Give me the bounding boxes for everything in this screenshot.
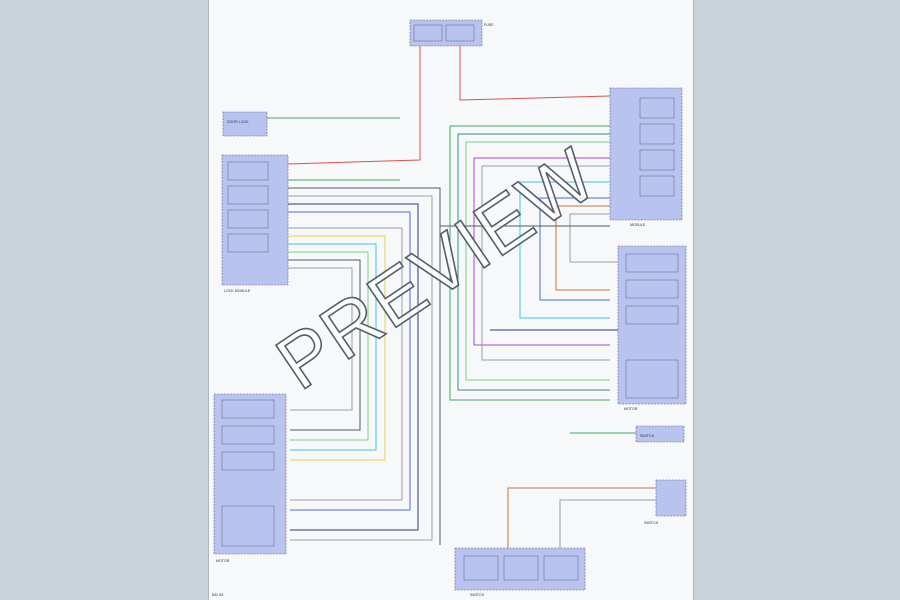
wire-teal-16 xyxy=(457,133,610,391)
wire-gray-19 xyxy=(481,165,610,361)
wire-dark-gray-5 xyxy=(288,187,441,545)
wire-gray-6 xyxy=(288,195,433,541)
wire-gray-9 xyxy=(288,227,403,501)
left-small-component: DOOR LOCK xyxy=(222,111,268,137)
top-fuse-block: FUSE xyxy=(409,19,494,47)
wire-gray-14 xyxy=(288,267,353,411)
right-bottom-switch: SWITCH xyxy=(644,479,687,525)
page-number: BD-93 xyxy=(212,592,224,597)
wire-gray-27 xyxy=(559,499,656,548)
top-fuse-label: FUSE xyxy=(484,23,494,27)
right-motor-label: MOTOR xyxy=(624,407,638,411)
left-module-label: LOCK MODULE xyxy=(224,289,251,293)
wire-gray-23 xyxy=(569,213,618,263)
right-motor-block: MOTOR xyxy=(617,245,687,411)
lower-left-motor-block: MOTOR xyxy=(213,393,287,563)
wire-yellow-10 xyxy=(288,235,386,461)
wires xyxy=(267,46,656,548)
lower-left-label: MOTOR xyxy=(216,559,230,563)
wire-violet-18 xyxy=(473,157,610,346)
right-upper-module: MODULE xyxy=(609,87,683,227)
preview-watermark: PREVIEW xyxy=(262,132,612,406)
wire-cyan-11 xyxy=(288,243,377,451)
wire-dark-gray-13 xyxy=(288,259,361,431)
wire-green-15 xyxy=(449,125,610,401)
wire-brown-26 xyxy=(507,487,656,548)
right-module-label: MODULE xyxy=(630,223,646,227)
wire-blue-21 xyxy=(539,197,610,301)
left-small-label: DOOR LOCK xyxy=(227,120,249,124)
wire-cyan-20 xyxy=(519,181,610,319)
wire-red-1 xyxy=(287,46,421,165)
wire-red-2 xyxy=(459,46,611,101)
right-bottom-label: SWITCH xyxy=(644,521,659,525)
wire-light-green-17 xyxy=(465,141,610,381)
bottom-switch-block: SWITCH xyxy=(454,547,586,597)
wire-brown-22 xyxy=(555,205,610,291)
bottom-switch-label: SWITCH xyxy=(470,593,485,597)
wire-navy-7 xyxy=(288,203,419,531)
right-small-switch: SWITCH xyxy=(635,425,685,443)
right-small-label: SWITCH xyxy=(640,434,655,438)
wire-light-green-12 xyxy=(288,251,369,441)
wire-blue-8 xyxy=(288,211,411,511)
left-module: LOCK MODULE xyxy=(221,154,289,293)
